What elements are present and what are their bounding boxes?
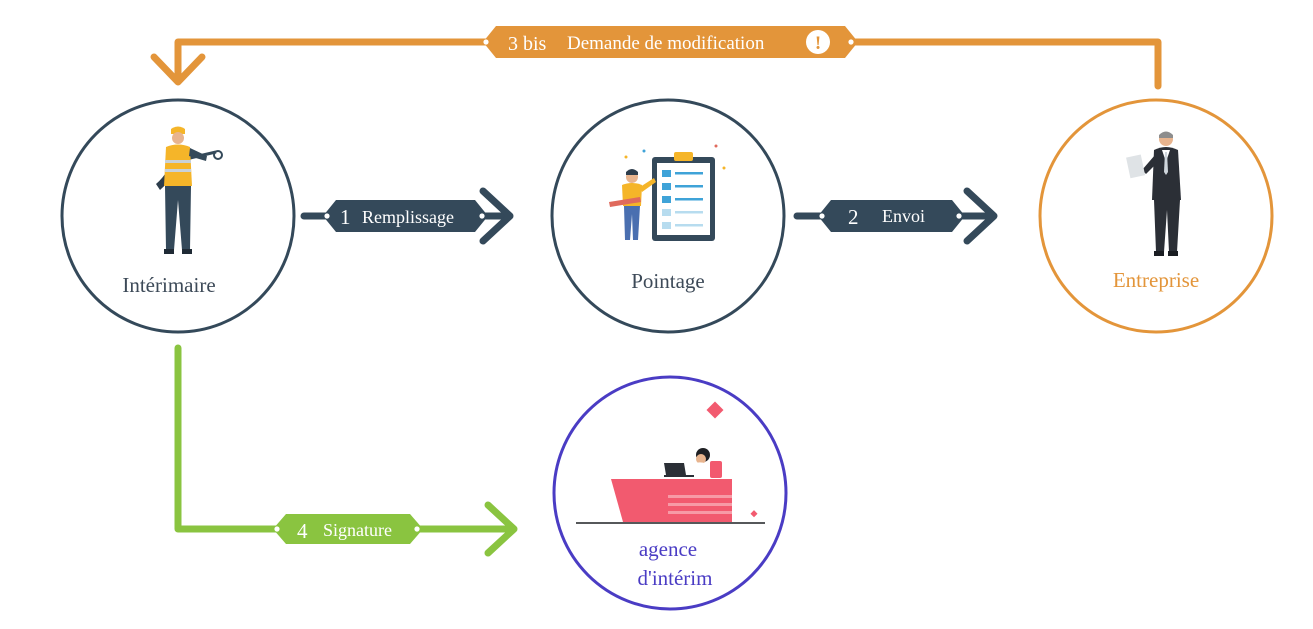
arrow-head-down-icon [150, 53, 206, 86]
connector-sending: 2 Envoi [793, 187, 998, 245]
step-2-number: 2 [848, 205, 859, 229]
connector-signature: 4 Signature [174, 344, 518, 557]
node-interimaire: Intérimaire [60, 98, 296, 334]
arrow-head-right-icon [484, 501, 518, 557]
node-agence-label-line2: d'intérim [638, 566, 713, 590]
businessman-icon [1126, 131, 1181, 256]
node-agence: agence d'intérim [552, 375, 788, 611]
arrow-head-right-icon [963, 187, 998, 245]
node-entreprise: Entreprise [1038, 98, 1274, 334]
node-entreprise-label: Entreprise [1113, 268, 1199, 292]
connector-filling: 1 Remplissage [300, 187, 514, 245]
step-3-banner [483, 26, 858, 58]
step-1-banner [323, 200, 488, 232]
checklist-clipboard-icon [609, 144, 726, 241]
alert-badge: ! [815, 33, 821, 54]
step-1-number: 1 [340, 205, 351, 229]
node-agence-label-line1: agence [639, 537, 697, 561]
step-4-number: 4 [297, 519, 308, 543]
arrow-head-right-icon [479, 187, 514, 245]
node-pointage: Pointage [550, 98, 786, 334]
node-pointage-label: Pointage [631, 269, 705, 293]
construction-worker-icon [156, 126, 223, 254]
step-2-banner [818, 200, 965, 232]
step-3-number: 3 bis [508, 33, 547, 55]
reception-desk-icon [576, 401, 765, 524]
alert-icon [806, 30, 830, 54]
step-4-label: Signature [323, 520, 392, 540]
step-4-banner [273, 514, 423, 544]
step-1-label: Remplissage [362, 207, 454, 227]
connector-modification-request: 3 bis Demande de modification ! [150, 26, 1162, 90]
step-2-label: Envoi [882, 206, 925, 226]
node-interimaire-label: Intérimaire [122, 273, 215, 297]
step-3-label: Demande de modification [567, 33, 765, 54]
